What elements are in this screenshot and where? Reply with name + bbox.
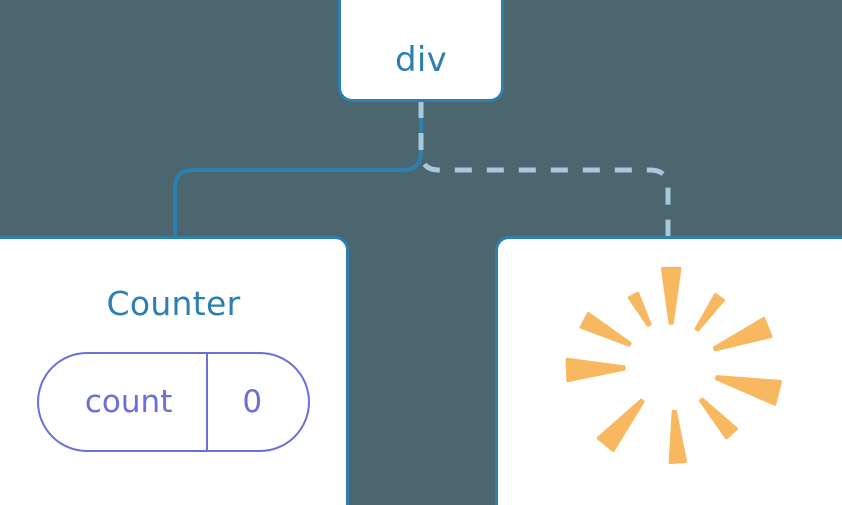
- edge-div-to-counter: [173, 99, 423, 242]
- ray-sw: [596, 398, 645, 453]
- node-div-label: div: [394, 40, 448, 80]
- ray-ne: [712, 316, 773, 352]
- state-pill-count[interactable]: count 0: [36, 352, 311, 452]
- node-counter[interactable]: Counter count 0: [0, 236, 349, 505]
- ray-nnw: [627, 291, 652, 327]
- ray-se: [698, 397, 739, 440]
- ray-nne: [694, 293, 725, 332]
- node-burst[interactable]: [495, 236, 842, 505]
- state-key-label: count: [84, 383, 173, 420]
- ray-n: [660, 266, 682, 325]
- state-value-label: 0: [242, 383, 263, 420]
- edge-div-to-burst: [418, 101, 671, 240]
- node-counter-label: Counter: [106, 284, 241, 323]
- state-pill-divider: [206, 354, 209, 450]
- ray-w: [565, 357, 626, 383]
- ray-e: [715, 375, 782, 406]
- ray-s: [668, 409, 688, 465]
- node-div[interactable]: div: [338, 0, 504, 102]
- ray-nw: [579, 311, 632, 347]
- sparkle-burst-icon: [565, 266, 782, 465]
